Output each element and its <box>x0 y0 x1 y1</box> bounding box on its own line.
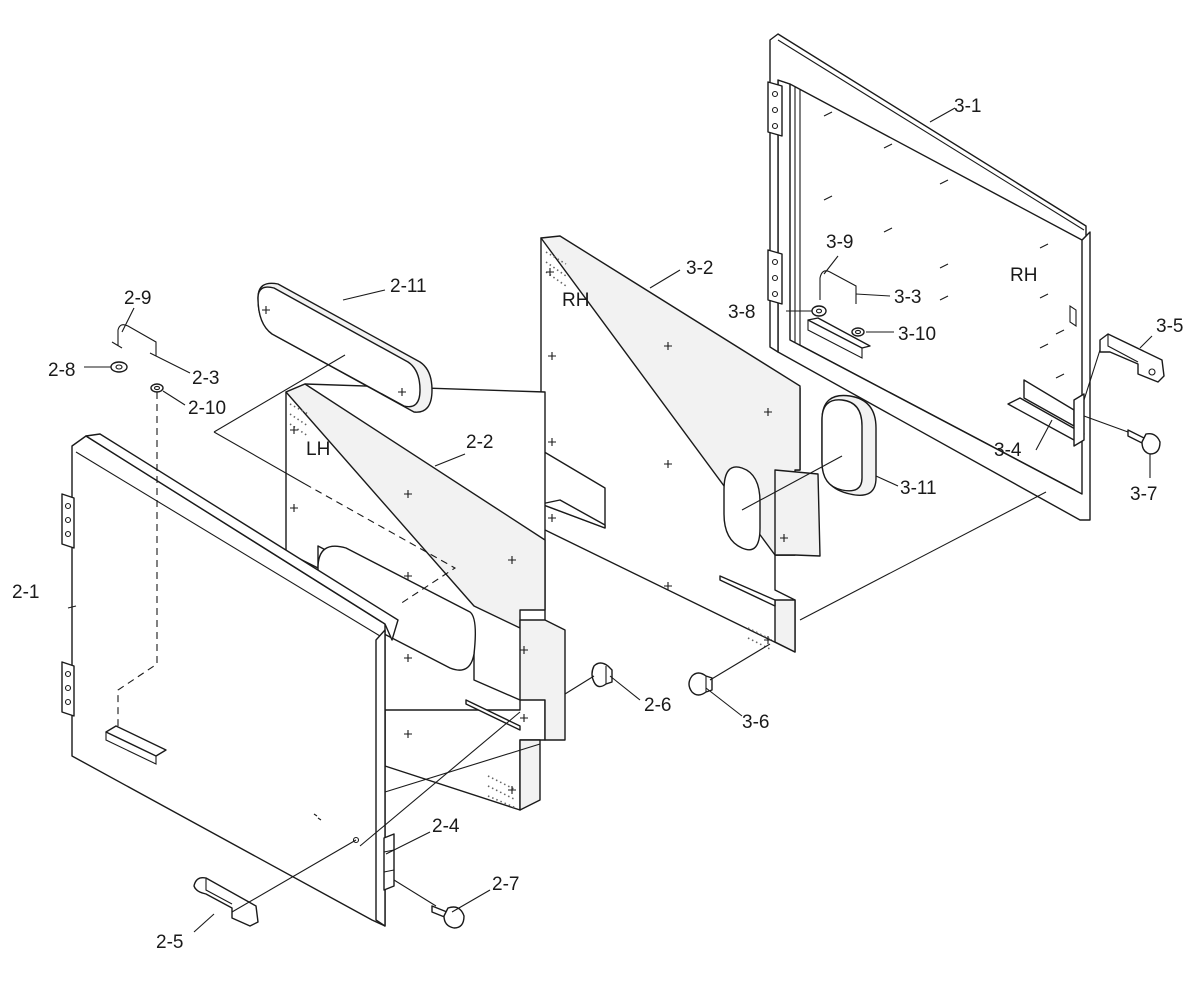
plug-2-6 <box>591 662 613 688</box>
callout-2-11: 2-11 <box>390 276 427 297</box>
callout-3-3: 3-3 <box>894 287 921 308</box>
callout-2-5: 2-5 <box>156 932 183 953</box>
callout-2-8: 2-8 <box>48 360 75 381</box>
callout-2-7: 2-7 <box>492 874 519 895</box>
callout-2-6: 2-6 <box>644 695 671 716</box>
handle-2-5 <box>193 876 259 927</box>
assembly-lines <box>67 107 1153 933</box>
insulation-pad-3-11 <box>821 394 877 496</box>
callout-2-1: 2-1 <box>12 582 39 603</box>
lh-door-panel-2-1 <box>61 433 399 927</box>
callout-3-8: 3-8 <box>728 302 755 323</box>
handle-3-5 <box>1099 333 1165 383</box>
callout-3-5: 3-5 <box>1156 316 1183 337</box>
rh-door-panel-3-1 <box>767 33 1091 521</box>
callout-3-2: 3-2 <box>686 258 713 279</box>
callout-3-9: 3-9 <box>826 232 853 253</box>
rh-insulation-3-2 <box>540 235 821 653</box>
callout-2-2: 2-2 <box>466 432 493 453</box>
insulation-pad-2-11 <box>257 282 433 413</box>
nut-2-10 <box>150 383 164 393</box>
wire-hook-2-3 <box>111 324 157 356</box>
callout-2-4: 2-4 <box>432 816 460 837</box>
callout-3-11: 3-11 <box>900 478 937 499</box>
nut-3-10 <box>851 327 865 337</box>
rh-insulation-marking: RH <box>562 290 589 311</box>
bolt-2-7 <box>431 905 465 929</box>
callout-2-3: 2-3 <box>192 368 219 389</box>
callout-3-7: 3-7 <box>1130 484 1157 505</box>
bolt-3-7 <box>1127 429 1161 455</box>
callout-2-9: 2-9 <box>124 288 151 309</box>
lh-insulation-2-2 <box>285 383 566 811</box>
callout-labels: 2-1 2-2 2-3 2-4 2-5 2-6 2-7 2-8 2-9 2-10… <box>12 96 1183 953</box>
latch-2-4 <box>383 833 395 891</box>
callout-3-6: 3-6 <box>742 712 769 733</box>
washer-2-8 <box>110 361 128 373</box>
rh-door-marking: RH <box>1010 265 1037 286</box>
lh-marking: LH <box>306 439 330 460</box>
callout-3-1: 3-1 <box>954 96 981 117</box>
callout-3-4: 3-4 <box>994 440 1022 461</box>
plug-3-6 <box>688 672 713 696</box>
callout-2-10: 2-10 <box>188 398 226 419</box>
wire-hook-3-3 <box>819 270 857 304</box>
callout-3-10: 3-10 <box>898 324 936 345</box>
washer-3-8 <box>811 305 827 317</box>
